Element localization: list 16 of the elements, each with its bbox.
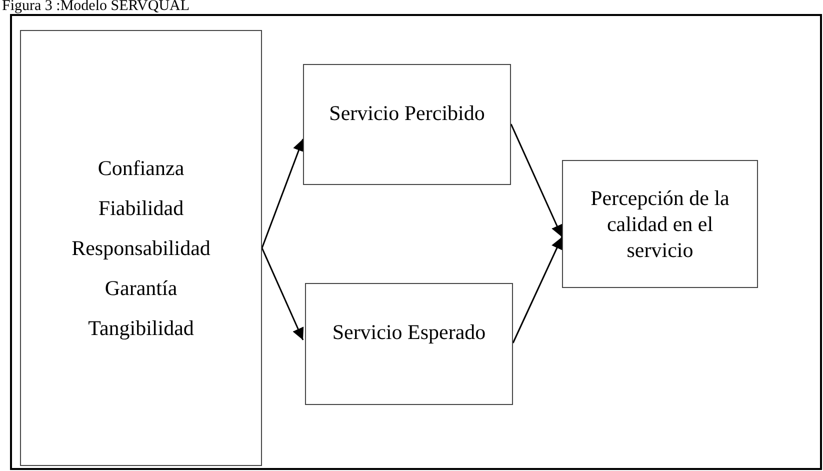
box-label: Servicio Percibido — [329, 100, 485, 126]
box-label: Confianza — [98, 155, 184, 181]
process-box — [305, 283, 513, 405]
process-box — [562, 160, 758, 288]
arrow — [512, 236, 563, 344]
arrow — [510, 124, 563, 238]
box-label: Tangibilidad — [88, 315, 194, 341]
box-label: Fiabilidad — [98, 195, 184, 221]
arrow — [261, 138, 304, 248]
arrow — [261, 248, 304, 340]
box-label: Percepción de la calidad en el servicio — [590, 185, 730, 263]
process-box — [20, 30, 262, 466]
box-label: Garantía — [104, 275, 178, 301]
box-label: Responsabilidad — [72, 235, 210, 261]
box-label: Servicio Esperado — [332, 319, 486, 345]
process-box — [303, 64, 511, 185]
